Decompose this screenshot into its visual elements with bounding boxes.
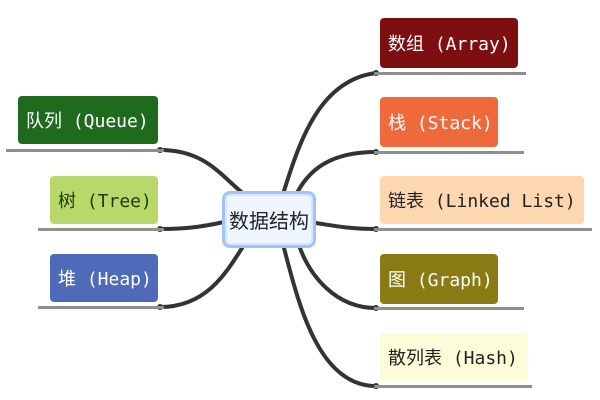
node-graph: 图 (Graph) <box>380 254 498 304</box>
center-node: 数据结构 <box>222 191 316 248</box>
node-tree-label: 树 (Tree) <box>58 191 152 212</box>
node-linked-list: 链表 (Linked List) <box>380 176 584 224</box>
node-stack-underline <box>374 151 524 154</box>
node-stack: 栈 (Stack) <box>380 97 498 147</box>
link-heap <box>158 246 244 309</box>
link-hash <box>282 246 378 388</box>
node-stack-label: 栈 (Stack) <box>388 113 493 134</box>
link-array <box>282 71 378 193</box>
link-graph <box>298 246 378 310</box>
link-linked <box>314 221 378 231</box>
node-array: 数组 (Array) <box>380 18 518 68</box>
node-array-label: 数组 (Array) <box>388 34 511 55</box>
node-tree-underline <box>38 228 164 231</box>
node-graph-underline <box>374 307 524 310</box>
node-queue-label: 队列 (Queue) <box>26 111 149 132</box>
link-stack <box>296 150 378 193</box>
link-queue <box>158 148 247 197</box>
node-heap-label: 堆 (Heap) <box>58 269 152 290</box>
node-array-underline <box>374 72 526 75</box>
node-hash: 散列表 (Hash) <box>380 333 528 381</box>
node-heap: 堆 (Heap) <box>50 254 158 302</box>
node-graph-label: 图 (Graph) <box>388 270 493 291</box>
node-linked-list-underline <box>374 228 592 231</box>
node-linked-list-label: 链表 (Linked List) <box>388 191 576 212</box>
node-hash-label: 散列表 (Hash) <box>388 348 518 369</box>
center-node-label: 数据结构 <box>229 209 309 233</box>
node-queue: 队列 (Queue) <box>18 96 158 144</box>
node-queue-underline <box>6 149 164 152</box>
node-hash-underline <box>374 385 532 388</box>
node-heap-underline <box>38 306 164 309</box>
node-tree: 树 (Tree) <box>50 176 158 224</box>
link-tree <box>158 220 226 231</box>
